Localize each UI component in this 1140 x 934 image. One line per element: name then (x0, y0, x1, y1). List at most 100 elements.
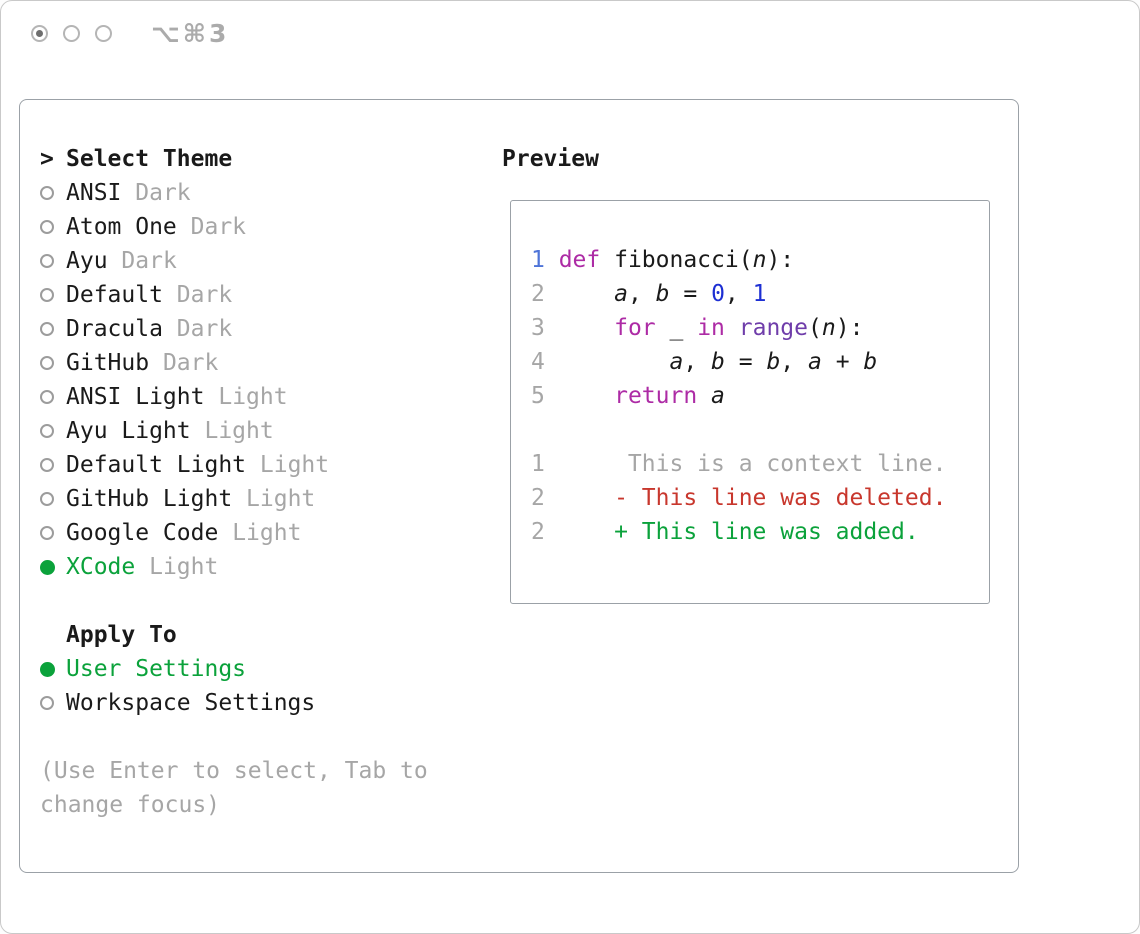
theme-option-google-code[interactable]: Google Code Light (40, 516, 450, 550)
theme-option-default[interactable]: Default Dark (40, 278, 450, 312)
theme-option-ansi-light[interactable]: ANSI Light Light (40, 380, 450, 414)
marker-column (40, 254, 66, 268)
theme-option-github-light[interactable]: GitHub Light Light (40, 482, 450, 516)
code-token: ): (835, 315, 864, 341)
theme-option-atom-one[interactable]: Atom One Dark (40, 210, 450, 244)
marker-column (40, 492, 66, 506)
titlebar: ⌥⌘3 (31, 19, 229, 48)
option-name: Google Code (66, 520, 219, 546)
option-label: ANSI Dark (66, 180, 191, 206)
radio-icon (40, 458, 54, 472)
select-theme-title-label: Select Theme (66, 146, 233, 172)
option-label: User Settings (66, 656, 246, 682)
option-name: Default (66, 282, 163, 308)
apply-option-workspace-settings[interactable]: Workspace Settings (40, 686, 450, 720)
code-token: fibonacci( (600, 247, 753, 273)
option-variant: Light (232, 520, 302, 546)
marker-column (40, 696, 66, 710)
code-line: 1 def fibonacci(n): (531, 243, 971, 277)
option-label: Default Dark (66, 282, 232, 308)
line-number: 2 (531, 519, 545, 545)
option-variant: Dark (121, 248, 177, 274)
code-line (531, 413, 971, 447)
code-token: a (711, 383, 725, 409)
apply-option-user-settings[interactable]: User Settings (40, 652, 450, 686)
code-token: This is a context line. (544, 451, 947, 477)
code-token: def (558, 247, 601, 273)
code-token: + (821, 349, 864, 375)
code-token: a (669, 349, 684, 375)
theme-option-ayu[interactable]: Ayu Dark (40, 244, 450, 278)
option-name: GitHub Light (66, 486, 233, 512)
marker-column (40, 458, 66, 472)
traffic-light-icon[interactable] (63, 24, 80, 42)
radio-icon (40, 492, 54, 506)
option-name: Default Light (66, 452, 247, 478)
radio-icon (40, 322, 54, 336)
line-number: 2 (531, 485, 545, 511)
line-number: 2 (531, 281, 545, 307)
option-variant: Dark (190, 214, 247, 240)
option-variant: Light (246, 486, 316, 512)
marker-column (40, 322, 66, 336)
option-name: Dracula (66, 316, 163, 342)
code-token: n (752, 247, 767, 273)
option-label: Ayu Light Light (66, 418, 274, 444)
code-token: ( (808, 315, 822, 341)
code-token: a (808, 349, 822, 375)
code-token: n (821, 315, 836, 341)
marker-column (40, 661, 66, 677)
option-name: User Settings (66, 656, 247, 682)
code-token: , (780, 349, 808, 375)
option-label: Ayu Dark (66, 248, 177, 274)
code-token: range (738, 315, 808, 341)
theme-option-ayu-light[interactable]: Ayu Light Light (40, 414, 450, 448)
option-variant: Dark (135, 180, 191, 206)
marker-column (40, 356, 66, 370)
theme-option-ansi[interactable]: ANSI Dark (40, 176, 450, 210)
option-name: Ayu Light (66, 418, 191, 444)
code-token: 0 (711, 281, 725, 307)
option-label: Atom One Dark (66, 214, 246, 240)
line-number: 4 (531, 349, 545, 375)
code-line: 2 + This line was added. (531, 515, 971, 549)
marker-column (40, 186, 66, 200)
option-variant: Dark (176, 316, 233, 342)
radio-icon (40, 696, 54, 710)
line-number: 5 (531, 383, 545, 409)
hint-text: (Use Enter to select, Tab to change focu… (40, 758, 428, 818)
option-label: Google Code Light (66, 520, 301, 546)
option-label: GitHub Dark (66, 350, 218, 376)
option-variant: Light (204, 418, 274, 444)
code-token: - This line was deleted. (544, 485, 947, 511)
code-token: = (724, 349, 767, 375)
line-number: 3 (531, 315, 545, 341)
code-line: 4 a, b = b, a + b (531, 345, 971, 379)
theme-option-xcode[interactable]: XCode Light (40, 550, 450, 584)
code-token: 1 (752, 281, 767, 307)
code-line: 2 - This line was deleted. (531, 481, 971, 515)
code-line: 1 This is a context line. (531, 447, 971, 481)
radio-icon (40, 390, 54, 404)
option-name: Atom One (66, 214, 177, 240)
theme-option-github[interactable]: GitHub Dark (40, 346, 450, 380)
radio-icon (40, 254, 54, 268)
option-variant: Dark (176, 282, 233, 308)
option-variant: Light (149, 554, 219, 580)
option-label: XCode Light (66, 554, 218, 580)
theme-option-dracula[interactable]: Dracula Dark (40, 312, 450, 346)
traffic-light-icon[interactable] (95, 24, 112, 42)
select-theme-title: > Select Theme (40, 142, 450, 176)
code-token (545, 247, 559, 273)
option-name: XCode (66, 554, 136, 580)
traffic-light-active-icon[interactable] (31, 24, 48, 42)
code-token (545, 315, 614, 341)
theme-option-default-light[interactable]: Default Light Light (40, 448, 450, 482)
radio-icon (40, 424, 54, 438)
radio-selected-icon (40, 661, 55, 677)
